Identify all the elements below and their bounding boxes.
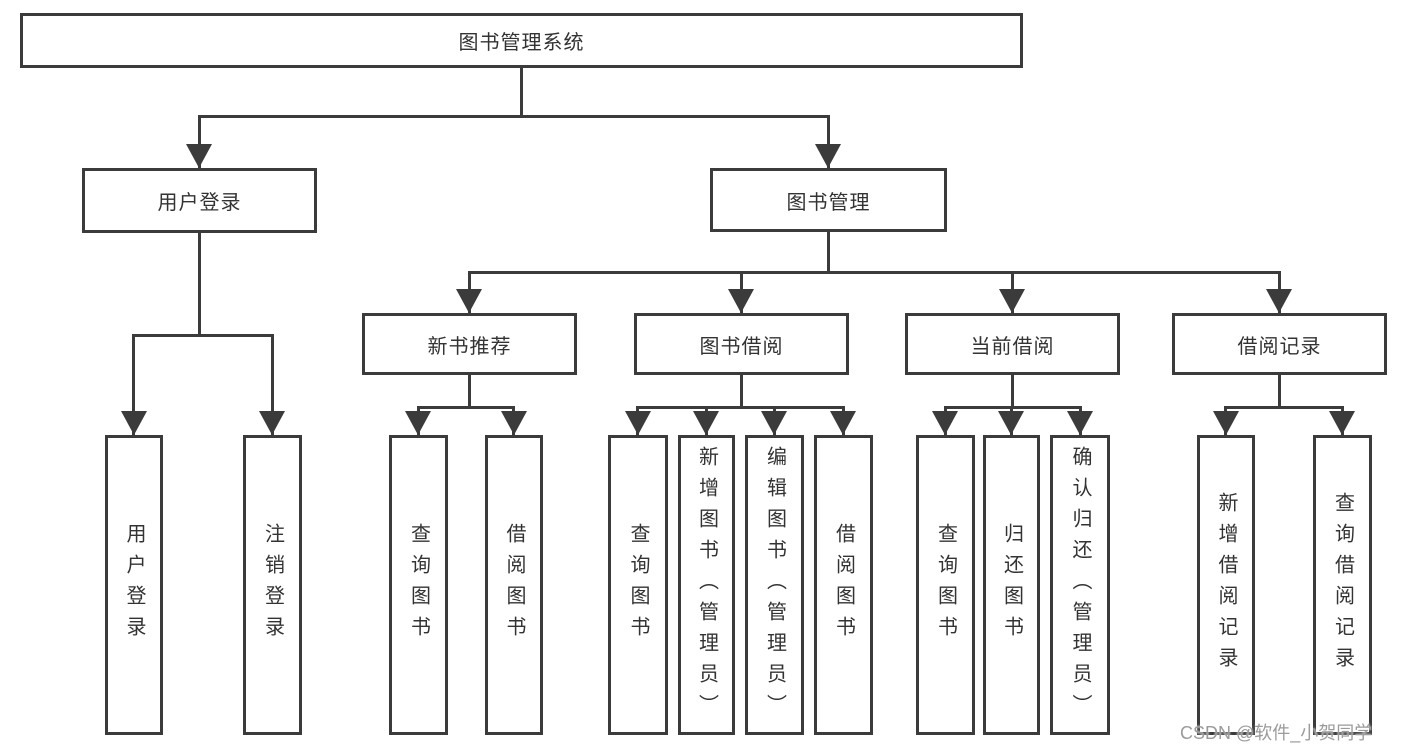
- connector-line: [198, 115, 201, 168]
- leaf-label: 借阅图书: [503, 523, 525, 647]
- node-new-book-recommend: 新书推荐: [362, 313, 577, 375]
- node-book-borrow: 图书借阅: [634, 313, 849, 375]
- leaf-label: 查询图书: [407, 523, 430, 647]
- arrow-down-icon: [932, 411, 958, 435]
- leaf-return-book: 归还图书: [983, 435, 1040, 735]
- arrow-down-icon: [259, 411, 285, 435]
- leaf-label: 确认归还（管理员）: [1069, 445, 1091, 725]
- connector-line: [198, 115, 830, 118]
- node-borrow-record: 借阅记录: [1172, 313, 1387, 375]
- connector-line: [198, 233, 201, 337]
- arrow-down-icon: [456, 289, 482, 313]
- arrow-down-icon: [998, 411, 1024, 435]
- node-user-login: 用户登录: [82, 168, 317, 233]
- leaf-query-borrow-record: 查询借阅记录: [1313, 435, 1372, 735]
- arrow-down-icon: [1213, 411, 1239, 435]
- node-current-borrow: 当前借阅: [905, 313, 1120, 375]
- node-root: 图书管理系统: [20, 13, 1023, 68]
- connector-line: [520, 68, 523, 118]
- leaf-query-books-current: 查询图书: [916, 435, 975, 735]
- leaf-query-books-recommend: 查询图书: [389, 435, 448, 735]
- leaf-label: 用户登录: [123, 523, 145, 647]
- arrow-down-icon: [728, 289, 754, 313]
- leaf-label: 查询图书: [934, 523, 957, 647]
- connector-line: [417, 406, 515, 409]
- node-label: 图书借阅: [699, 335, 784, 358]
- leaf-label: 新增借阅记录: [1215, 492, 1237, 678]
- arrow-down-icon: [405, 411, 431, 435]
- connector-line: [1011, 375, 1014, 409]
- arrow-down-icon: [625, 411, 651, 435]
- leaf-user-login: 用户登录: [105, 435, 163, 735]
- node-label: 图书管理系统: [458, 32, 585, 54]
- arrow-down-icon: [186, 144, 212, 168]
- arrow-down-icon: [693, 411, 719, 435]
- connector-line: [740, 375, 743, 409]
- arrow-down-icon: [830, 411, 856, 435]
- connector-line: [1224, 406, 1344, 409]
- node-label: 借阅记录: [1237, 335, 1322, 358]
- connector-line: [468, 375, 471, 409]
- leaf-borrow-books: 借阅图书: [814, 435, 873, 735]
- leaf-label: 编辑图书（管理员）: [763, 445, 786, 725]
- leaf-confirm-return-admin: 确认归还（管理员）: [1050, 435, 1110, 735]
- leaf-label: 查询借阅记录: [1331, 492, 1354, 678]
- arrow-down-icon: [1067, 411, 1093, 435]
- arrow-down-icon: [1266, 289, 1292, 313]
- leaf-add-borrow-record: 新增借阅记录: [1197, 435, 1255, 735]
- connector-line: [944, 406, 1082, 409]
- arrow-down-icon: [1329, 411, 1355, 435]
- arrow-down-icon: [999, 289, 1025, 313]
- connector-line: [827, 232, 830, 274]
- connector-line: [468, 271, 1281, 274]
- connector-line: [132, 334, 273, 337]
- csdn-watermark: CSDN @软件_小贺同学: [1180, 723, 1373, 743]
- leaf-label: 借阅图书: [832, 523, 855, 647]
- node-label: 新书推荐: [427, 335, 512, 358]
- leaf-label: 新增图书（管理员）: [695, 445, 718, 725]
- connector-line: [132, 334, 135, 435]
- leaf-logout: 注销登录: [243, 435, 302, 735]
- connector-line: [636, 406, 845, 409]
- connector-line: [1278, 375, 1281, 409]
- leaf-label: 查询图书: [627, 523, 649, 647]
- connector-line: [827, 115, 830, 168]
- arrow-down-icon: [501, 411, 527, 435]
- node-label: 图书管理: [786, 191, 871, 214]
- connector-line: [271, 334, 274, 435]
- leaf-edit-book-admin: 编辑图书（管理员）: [745, 435, 804, 735]
- node-book-management: 图书管理: [710, 168, 947, 232]
- arrow-down-icon: [121, 411, 147, 435]
- leaf-label: 注销登录: [261, 523, 284, 647]
- arrow-down-icon: [761, 411, 787, 435]
- leaf-query-books-borrow: 查询图书: [608, 435, 668, 735]
- node-label: 用户登录: [157, 192, 242, 214]
- node-label: 当前借阅: [970, 335, 1055, 358]
- leaf-borrow-books-recommend: 借阅图书: [485, 435, 543, 735]
- arrow-down-icon: [815, 144, 841, 168]
- leaf-add-book-admin: 新增图书（管理员）: [678, 435, 735, 735]
- leaf-label: 归还图书: [1000, 523, 1023, 647]
